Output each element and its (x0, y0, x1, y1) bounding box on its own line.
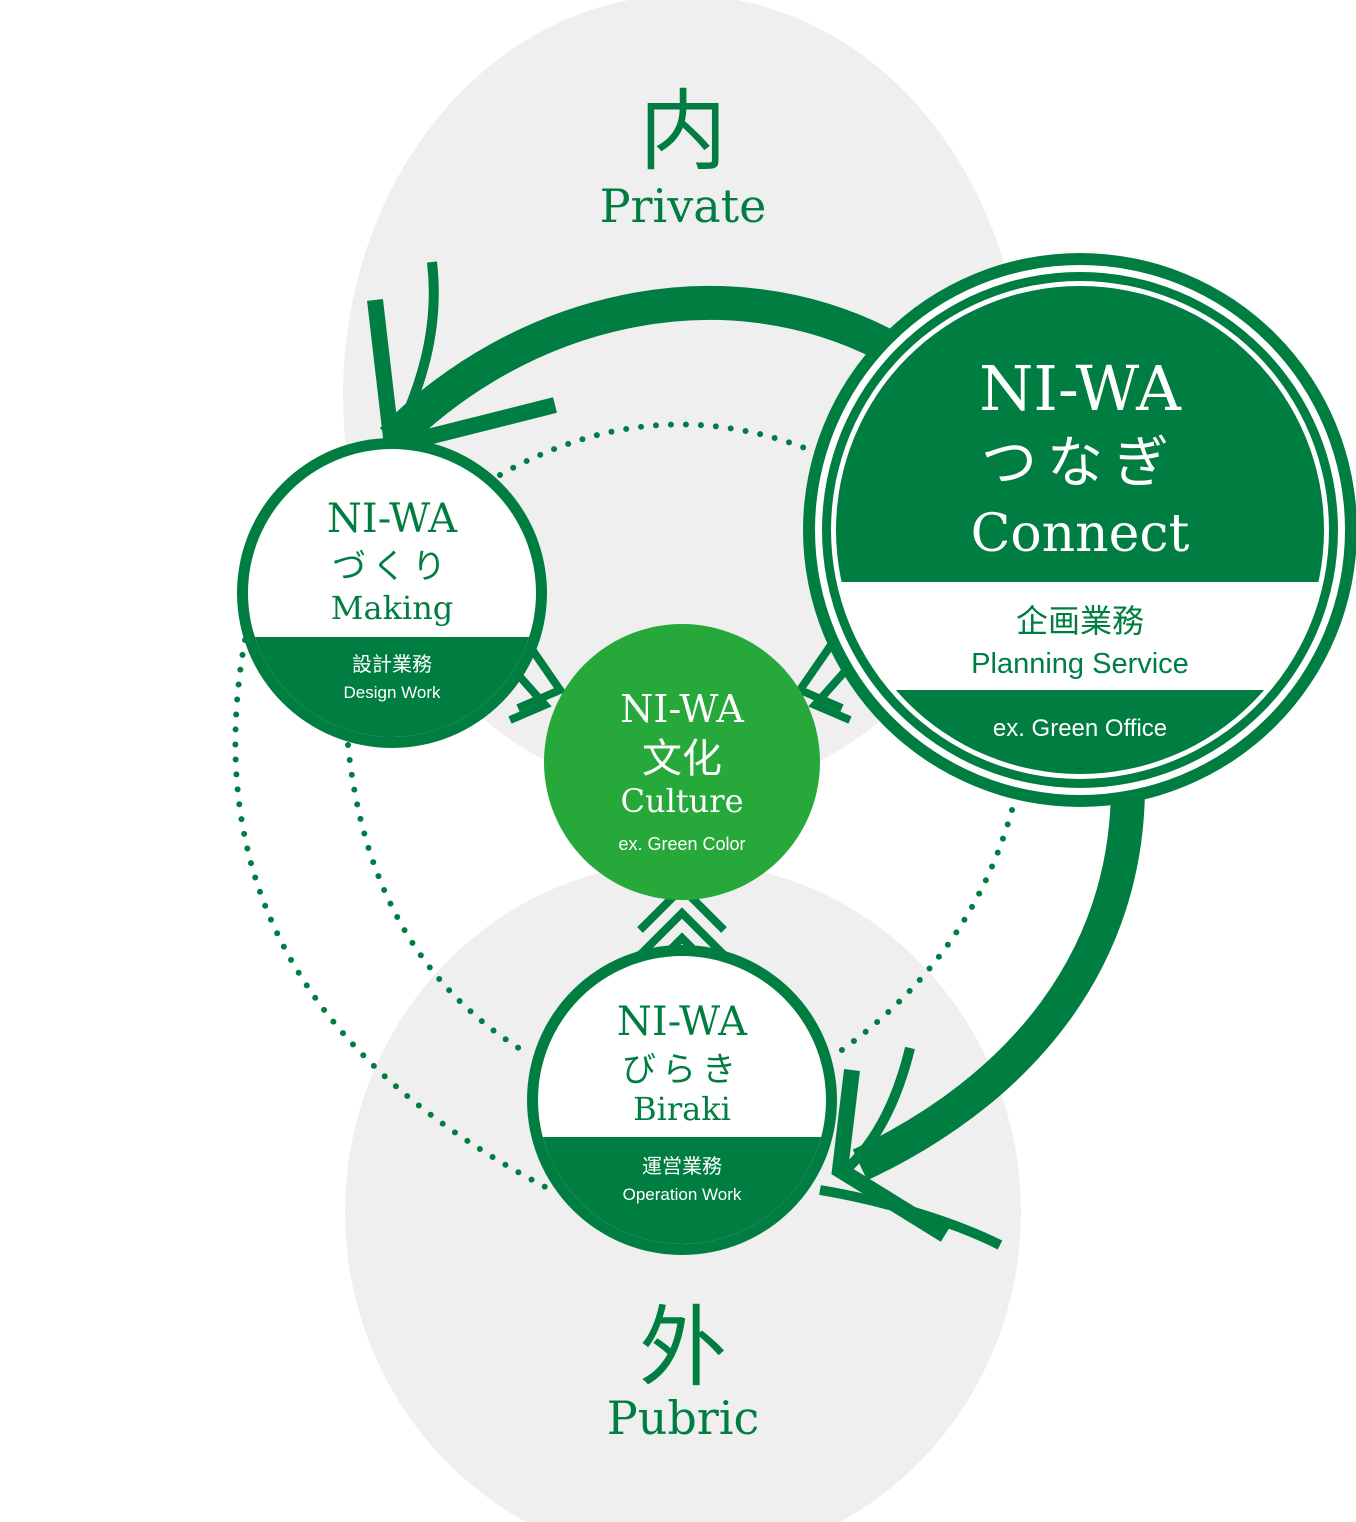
culture-circle (544, 624, 820, 900)
connect-en: Connect (971, 504, 1190, 564)
public-label: Pubric (607, 1391, 760, 1445)
private-label: Private (600, 179, 767, 233)
dotted-path-right (832, 807, 1015, 1058)
dotted-path-left-inner (345, 742, 533, 1058)
culture-en: Culture (620, 782, 743, 820)
culture-example: ex. Green Color (618, 834, 745, 854)
making-title: NI-WA (327, 496, 458, 542)
connect-example: ex. Green Office (993, 715, 1167, 742)
arrow-connect-to-biraki (819, 779, 1146, 1250)
biraki-service-en: Operation Work (623, 1185, 742, 1204)
biraki-jp: びらき (622, 1050, 742, 1090)
biraki-service-jp: 運営業務 (642, 1155, 722, 1178)
connect-jp: つなぎ (981, 431, 1179, 496)
connect-service-en: Planning Service (971, 648, 1189, 680)
private-kanji: 内 (639, 80, 727, 183)
dotted-cycle-paths (232, 421, 1015, 1195)
biraki-en: Biraki (633, 1090, 731, 1128)
making-service-jp: 設計業務 (352, 653, 432, 676)
connect-title: NI-WA (979, 352, 1182, 425)
making-en: Making (331, 589, 454, 627)
biraki-node: NI-WA びらき Biraki 運営業務 Operation Work (527, 945, 837, 1255)
biraki-title: NI-WA (617, 999, 748, 1045)
public-kanji: 外 (639, 1296, 727, 1399)
connect-node: NI-WA つなぎ Connect 企画業務 Planning Service … (803, 253, 1356, 807)
making-node: NI-WA づくり Making 設計業務 Design Work (237, 438, 547, 748)
dotted-path-left-outer (232, 637, 558, 1195)
making-jp: づくり (332, 547, 452, 587)
culture-title: NI-WA (620, 687, 744, 731)
culture-node: NI-WA 文化 Culture ex. Green Color (544, 624, 820, 900)
chevron-connect-to-culture (793, 629, 858, 724)
making-service-en: Design Work (344, 683, 441, 702)
culture-jp: 文化 (642, 736, 722, 782)
connect-service-jp: 企画業務 (1016, 603, 1144, 639)
dotted-path-inner (497, 421, 808, 478)
